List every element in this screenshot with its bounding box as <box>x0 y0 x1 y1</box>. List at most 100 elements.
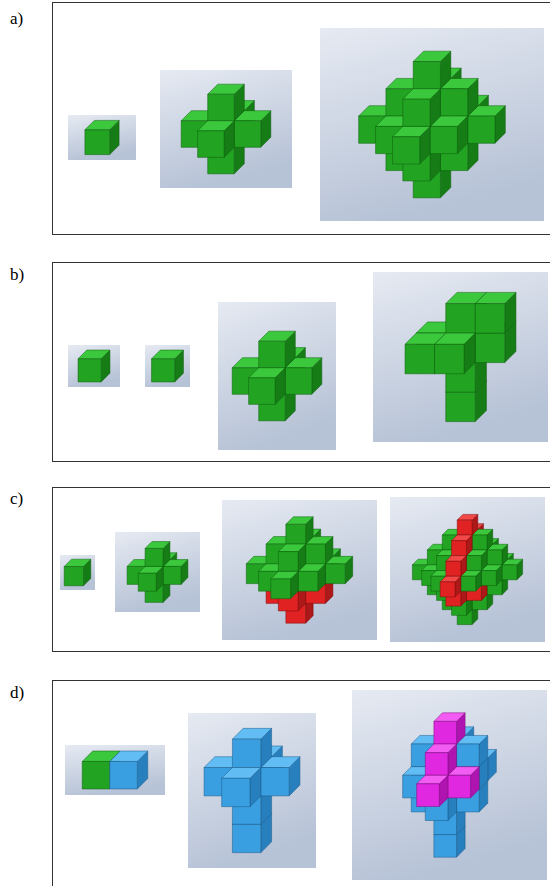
voxel-cube <box>502 559 523 580</box>
voxel-cube <box>403 89 441 127</box>
cube-face <box>392 137 419 164</box>
cube-face <box>222 778 250 806</box>
voxel-cube <box>278 544 305 571</box>
voxel-cube <box>271 571 298 598</box>
voxel-cube <box>85 120 119 154</box>
voxel-cube <box>285 358 322 395</box>
render-background <box>188 713 316 868</box>
voxel-cube <box>198 121 235 158</box>
voxel-cube <box>286 517 313 544</box>
cube-face <box>78 350 110 359</box>
cube-face <box>434 721 457 744</box>
render-background <box>373 272 548 442</box>
cube-face <box>232 824 260 852</box>
render-background <box>160 70 292 188</box>
cube-face <box>222 768 261 779</box>
cube-face <box>232 728 271 739</box>
voxel-cube <box>306 537 333 564</box>
voxel-cube <box>475 292 516 333</box>
panel: b) <box>0 262 550 462</box>
cube-face <box>298 571 318 591</box>
voxel-figure <box>222 500 377 640</box>
cube-face <box>452 541 467 556</box>
cube-face <box>475 292 516 303</box>
cube-face <box>85 130 110 155</box>
cube-face <box>234 121 261 148</box>
cube-face <box>446 392 476 422</box>
panel-letter: c) <box>10 490 23 509</box>
cube-face <box>502 565 517 580</box>
voxel-figure <box>160 70 292 188</box>
cube-face <box>413 51 451 61</box>
voxel-cube <box>234 111 271 148</box>
cube-face <box>208 84 245 94</box>
voxel-cube <box>434 713 465 744</box>
voxel-cube <box>481 565 502 586</box>
cube-face <box>466 556 481 571</box>
cube-face <box>78 359 101 382</box>
voxel-cube <box>208 84 245 121</box>
voxel-cube <box>468 106 506 144</box>
voxel-figure <box>373 272 548 442</box>
voxel-figure <box>390 497 545 642</box>
cube-face <box>232 739 260 767</box>
voxel-cube <box>138 566 163 591</box>
render-background <box>68 345 120 387</box>
voxel-cube <box>466 550 487 571</box>
voxel-cube <box>110 751 148 789</box>
voxel-cube <box>413 51 451 89</box>
panel: c) <box>0 487 550 652</box>
panel-frame <box>52 2 550 235</box>
voxel-cube <box>440 78 478 116</box>
cube-face <box>152 350 184 359</box>
render-background <box>65 745 165 795</box>
panel-letter: a) <box>10 10 23 29</box>
voxel-cube <box>446 556 467 577</box>
voxel-cube <box>163 560 188 585</box>
voxel-figure <box>115 532 200 612</box>
voxel-groups <box>60 28 548 880</box>
voxel-cube <box>457 735 488 766</box>
voxel-cube <box>435 333 476 374</box>
panel-frame <box>52 680 550 886</box>
cube-face <box>208 94 235 121</box>
render-background <box>115 532 200 612</box>
render-background <box>320 28 544 221</box>
voxel-cube <box>145 542 170 567</box>
cube-face <box>249 378 276 405</box>
cube-face <box>457 520 472 535</box>
cube-face <box>430 126 457 153</box>
voxel-cube <box>232 728 271 767</box>
cube-face <box>487 550 502 565</box>
voxel-figure <box>68 115 136 160</box>
cube-face <box>145 542 170 549</box>
render-background <box>222 500 377 640</box>
render-background <box>352 690 547 880</box>
cube-face <box>163 566 181 584</box>
voxel-cube <box>440 576 461 597</box>
cube-face <box>286 524 306 544</box>
voxel-cube <box>64 559 91 586</box>
cube-face <box>446 304 476 334</box>
cube-face <box>457 514 478 520</box>
cube-face <box>405 344 435 373</box>
voxel-cube <box>425 744 456 775</box>
cube-face <box>461 576 476 591</box>
voxel-cube <box>457 514 478 535</box>
voxel-figure <box>60 555 95 590</box>
cube-face <box>278 544 305 552</box>
render-background <box>60 555 95 590</box>
cube-face <box>435 333 476 344</box>
cube-face <box>85 120 119 129</box>
cube-face <box>457 744 480 767</box>
render-background <box>145 345 190 387</box>
voxel-cube <box>430 116 468 154</box>
cube-face <box>446 556 467 562</box>
voxel-figure <box>218 302 336 450</box>
voxel-figure <box>145 345 190 387</box>
cube-face <box>198 121 235 131</box>
cube-face <box>440 89 467 116</box>
voxel-cube <box>298 564 325 591</box>
render-background <box>390 497 545 642</box>
